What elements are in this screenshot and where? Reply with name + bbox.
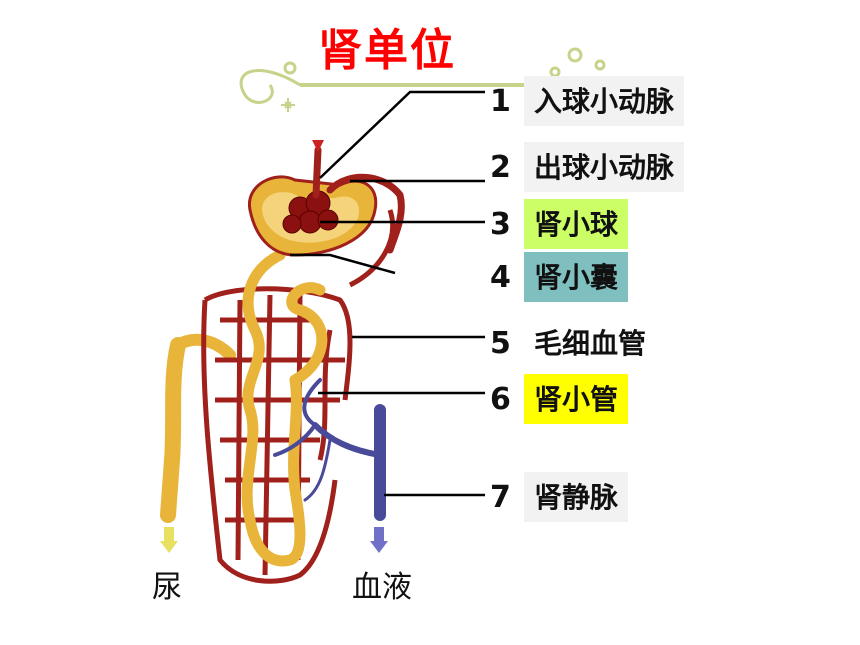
glomerulus xyxy=(282,190,339,234)
label-number-6: 6 xyxy=(490,382,511,417)
label-number-3: 3 xyxy=(490,207,511,242)
label-number-5: 5 xyxy=(490,326,511,361)
renal-vein xyxy=(273,378,386,521)
page-title: 肾单位 xyxy=(318,25,456,76)
label-afferent-arteriole: 入球小动脉 xyxy=(524,76,685,126)
urine-arrow-icon xyxy=(160,527,178,553)
label-renal-tubule: 肾小管 xyxy=(524,374,629,424)
blood-arrow-icon xyxy=(370,527,388,553)
label-renal-capsule: 肾小囊 xyxy=(524,252,629,302)
label-glomerulus: 肾小球 xyxy=(524,199,629,249)
label-efferent-arteriole: 出球小动脉 xyxy=(524,142,685,192)
label-number-1: 1 xyxy=(490,84,511,119)
arterioles xyxy=(312,146,405,254)
blood-label: 血液 xyxy=(352,570,412,605)
renal-tubule xyxy=(241,249,328,567)
collecting-tubule xyxy=(160,333,236,523)
label-renal-vein: 肾静脉 xyxy=(524,472,629,522)
label-number-4: 4 xyxy=(490,260,511,295)
urine-label: 尿 xyxy=(152,570,182,605)
label-capillaries: 毛细血管 xyxy=(524,318,657,368)
leader-lines xyxy=(290,90,485,497)
inflow-arrow-icon xyxy=(312,140,324,152)
label-number-7: 7 xyxy=(490,480,511,515)
label-number-2: 2 xyxy=(490,150,511,185)
